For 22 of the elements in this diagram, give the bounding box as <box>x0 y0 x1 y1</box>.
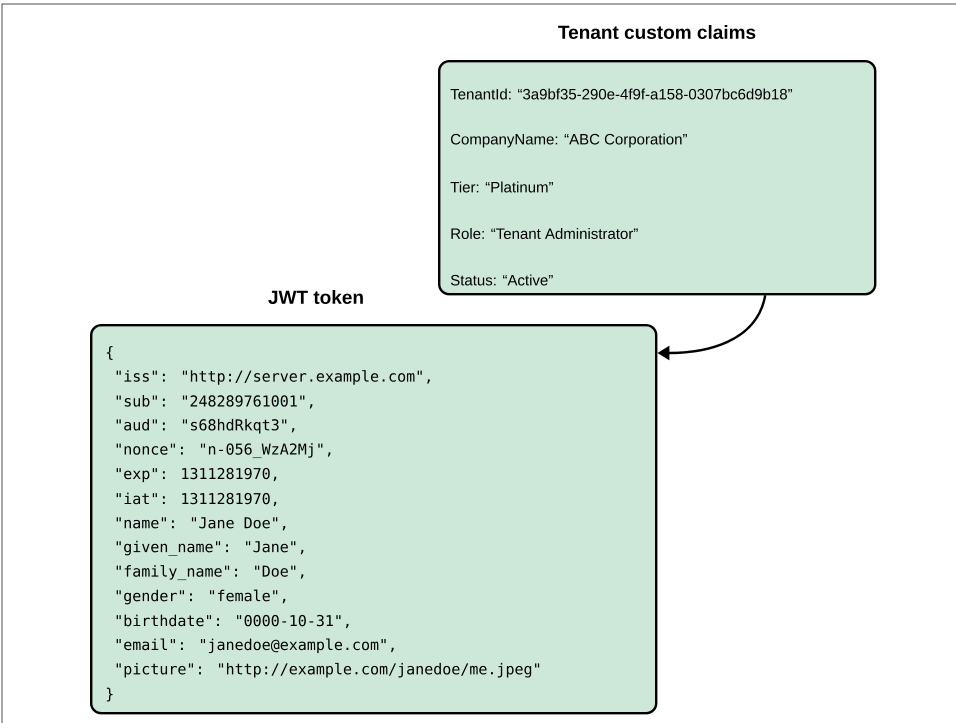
code-line: "nonce": "n-056_WzA2Mj", <box>116 443 330 458</box>
code-line: "iss": "http://server.example.com", <box>116 370 430 385</box>
code-line: "exp": 1311281970, <box>116 468 276 482</box>
claim-text: CompanyName: “ABC Corporation” <box>450 134 687 148</box>
claim-text: Role: “Tenant Administrator” <box>451 228 638 239</box>
claim-text: TenantId: “3a9bf35-290e-4f9f-a158-0307bc6d9b18” <box>450 88 792 100</box>
code-line: "name": "Jane Doe", <box>116 517 286 530</box>
code-line: "iat": 1311281970, <box>116 492 276 506</box>
code-line: "gender": "female", <box>116 590 286 604</box>
heading: JWT token <box>268 290 363 304</box>
code-line: "aud": "s68hdRkqt3", <box>116 418 294 434</box>
claim-text: Status: “Active” <box>450 274 553 286</box>
code-line: "family_name": "Doe", <box>116 565 304 580</box>
code-line: "birthdate": "0000-10-31", <box>116 614 348 628</box>
claim-text: Tier: “Platinum” <box>450 182 553 192</box>
code-line: "sub": "248289761001", <box>116 395 312 409</box>
code-line: "picture": "http://example.com/janedoe/me.jpeg" <box>116 662 540 678</box>
code-line: "email": "janedoe@example.com", <box>116 638 394 654</box>
code-line: } <box>106 688 113 702</box>
code-line: "given_name": "Jane", <box>116 540 304 556</box>
code-line: { <box>106 346 113 360</box>
heading: Tenant custom claims <box>558 25 756 39</box>
